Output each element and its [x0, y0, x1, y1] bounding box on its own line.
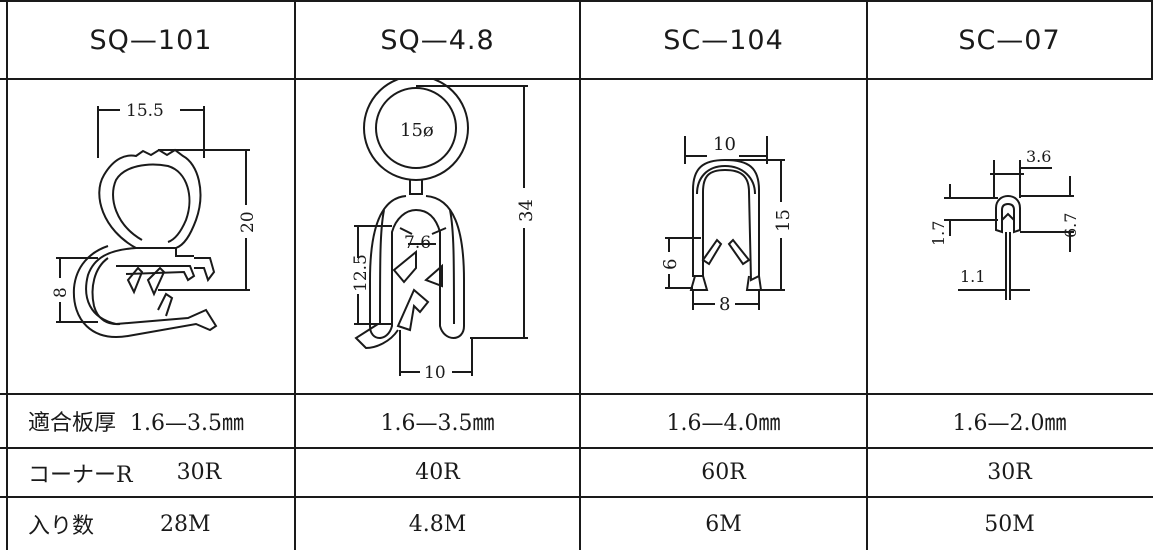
grid-line-left — [6, 0, 8, 550]
quantity-value-sc07: 50M — [984, 511, 1035, 537]
quantity-value-sq101: 28M — [160, 511, 211, 537]
grid-line-header — [0, 78, 1153, 80]
grid-line-col3 — [866, 0, 868, 550]
corner-value-sq101: 30R — [176, 460, 222, 485]
thickness-label: 適合板厚 — [28, 411, 117, 436]
dim-sq48-grip: 12.5 — [351, 254, 371, 292]
grid-line-col1 — [294, 0, 296, 550]
profile-diagram-sc07: 3.6 1.7 6.7 1.1 — [868, 80, 1151, 393]
model-header-sq48: SQ—4.8 — [380, 24, 495, 56]
grid-line-corner — [0, 496, 1153, 498]
grid-line-top — [0, 0, 1153, 2]
dim-sq101-width: 15.5 — [126, 101, 164, 121]
grid-line-thickness — [0, 447, 1153, 449]
quantity-value-sq48: 4.8M — [408, 511, 467, 537]
thickness-cell-sq101: 適合板厚 1.6—3.5㎜ — [8, 395, 294, 447]
dim-sq101-height: 20 — [238, 211, 258, 233]
quantity-label: 入り数 — [28, 514, 95, 539]
quantity-value-sc104: 6M — [705, 511, 742, 537]
dim-sc104-grip: 6 — [660, 259, 681, 270]
thickness-value-sq101: 1.6—3.5㎜ — [130, 411, 244, 436]
corner-label: コーナーR — [28, 462, 133, 488]
dim-sq48-height: 34 — [516, 199, 537, 222]
dim-sc104-inner: 8 — [719, 294, 730, 315]
corner-cell-sq101: コーナーR 30R — [8, 449, 294, 496]
dim-sc104-top: 10 — [713, 134, 736, 155]
corner-value-sq48: 40R — [415, 460, 460, 485]
corner-value-sc104: 60R — [701, 460, 746, 485]
dim-sc07-inner: 1.1 — [960, 267, 985, 286]
model-header-sc07: SC—07 — [958, 24, 1061, 56]
dim-sc07-height: 6.7 — [1061, 213, 1080, 238]
corner-value-sc07: 30R — [987, 460, 1032, 485]
quantity-cell-sq101: 入り数 28M — [8, 498, 294, 550]
dim-sq101-lip: 8 — [51, 287, 71, 298]
model-header-sc104: SC—104 — [663, 24, 784, 56]
grid-line-right — [1151, 0, 1153, 78]
profile-diagram-sq101: 15.5 20 8 — [8, 80, 294, 393]
dim-sq48-base: 10 — [424, 363, 446, 383]
dim-sq48-bulb: 15ø — [400, 120, 434, 141]
model-header-sq101: SQ—101 — [89, 24, 213, 56]
grid-line-col2 — [579, 0, 581, 550]
profile-diagram-sq48: 15ø 34 7.6 12.5 10 — [296, 80, 579, 393]
thickness-value-sc104: 1.6—4.0㎜ — [666, 411, 781, 436]
thickness-value-sc07: 1.6—2.0㎜ — [952, 411, 1067, 436]
thickness-value-sq48: 1.6—3.5㎜ — [380, 411, 495, 436]
dim-sc104-height: 15 — [773, 209, 794, 232]
profile-diagram-sc104: 10 15 6 8 — [581, 80, 866, 393]
dim-sc07-left: 1.7 — [929, 221, 948, 246]
dim-sc07-top: 3.6 — [1026, 147, 1051, 166]
grid-line-diagram — [0, 393, 1153, 395]
